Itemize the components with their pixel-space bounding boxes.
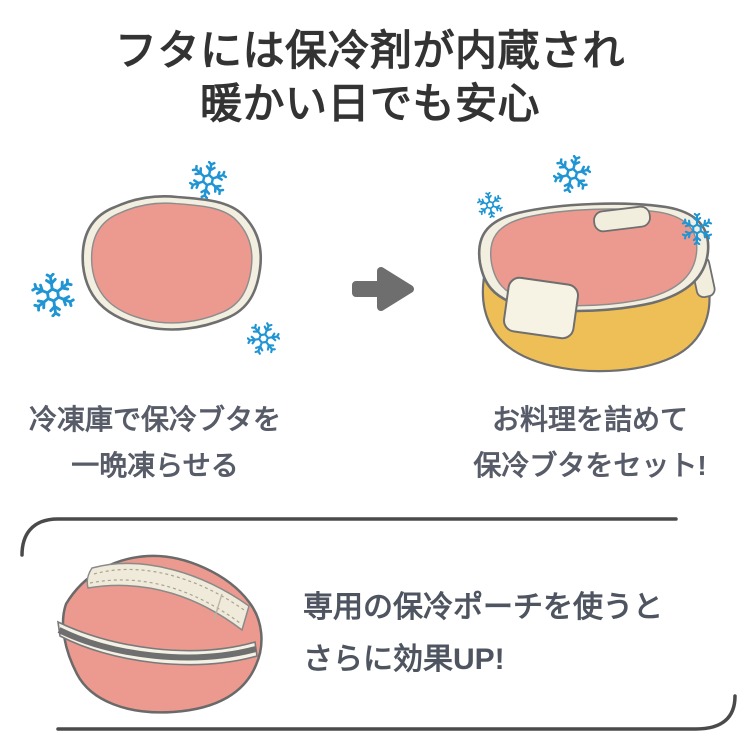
note-line: さらに効果UP! (303, 642, 505, 676)
caption-line: お料理を詰めて (491, 404, 688, 435)
cooling-lid-illustration (25, 155, 290, 365)
caption-line: 一晩凍らせる (71, 450, 239, 482)
snowflake-icon (189, 161, 227, 199)
caption-line: 冷凍庫で保冷ブタを (28, 404, 281, 435)
caption-freeze-lid: 冷凍庫で保冷ブタを 一晩凍らせる (0, 397, 310, 489)
caption-set-lid: お料理を詰めて 保冷ブタをセット! (435, 397, 740, 489)
caption-line: 保冷ブタをセット! (473, 450, 707, 482)
snowflake-icon (31, 273, 75, 317)
page-title: フタには保冷剤が内蔵され 暖かい日でも安心 (0, 24, 740, 131)
title-line: フタには保冷剤が内蔵され (114, 27, 625, 74)
snowflake-icon (553, 155, 591, 193)
snowflake-icon (247, 322, 280, 355)
bottom-note: 専用の保冷ポーチを使うと さらに効果UP! (303, 582, 663, 685)
cooling-lid-graphic (81, 195, 263, 331)
bento-box-illustration (470, 153, 725, 378)
note-line: 専用の保冷ポーチを使うと (303, 591, 663, 624)
cooling-pouch-illustration (56, 554, 263, 714)
bento-box-graphic (477, 202, 716, 373)
snowflake-icon (477, 192, 503, 218)
bottom-panel-frame (20, 517, 737, 731)
arrow-right-icon (352, 267, 414, 311)
title-line: 暖かい日でも安心 (199, 80, 540, 128)
snowflake-icon (681, 213, 713, 245)
